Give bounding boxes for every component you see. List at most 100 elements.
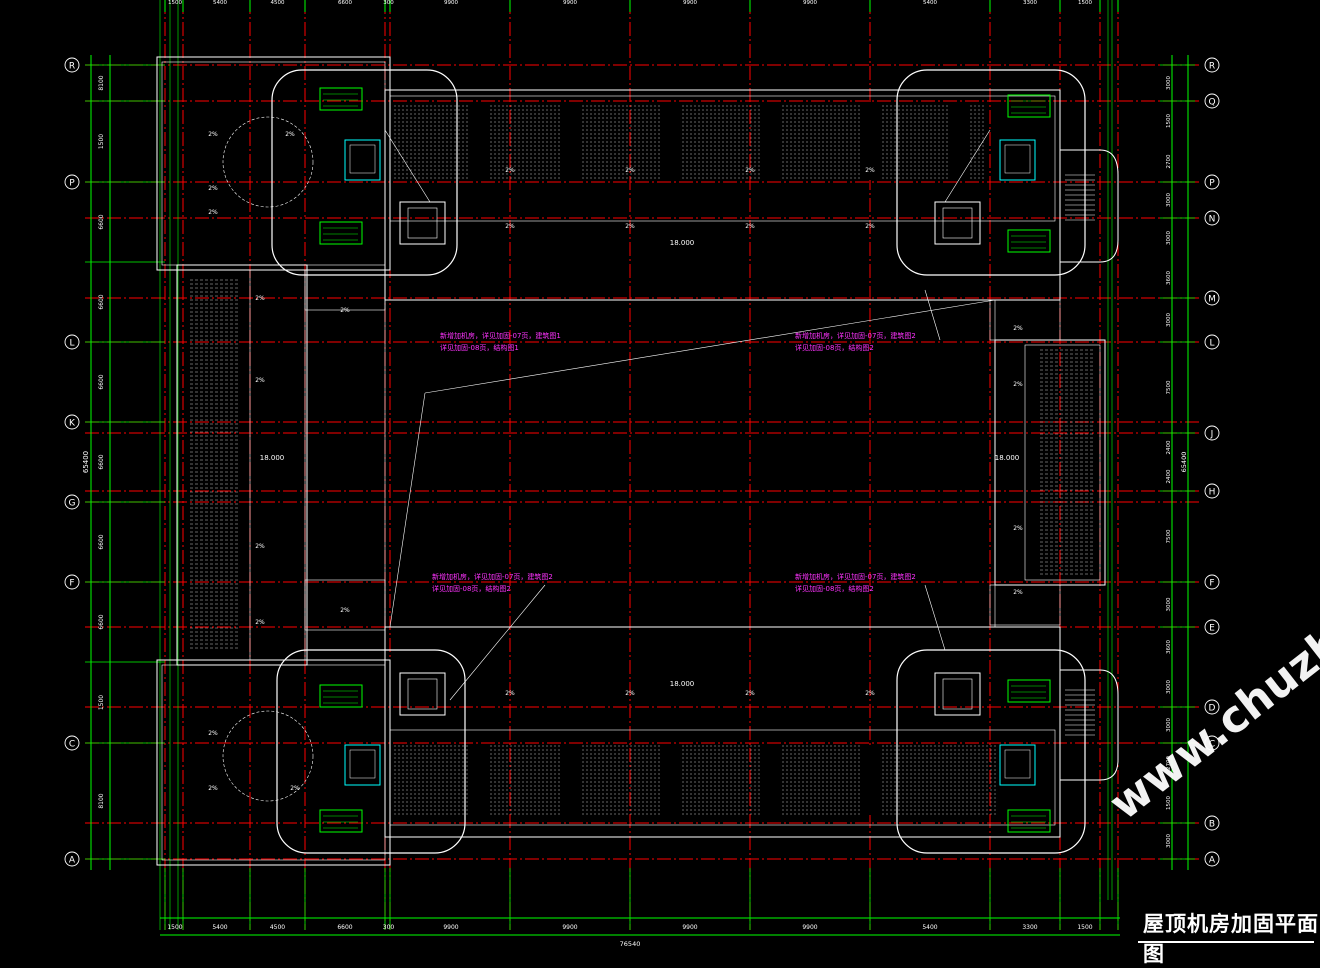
hatch-gap (470, 105, 490, 180)
dim-text-top: 1500 (1078, 0, 1092, 6)
axis-bubble (64, 735, 80, 751)
stair-hatching (190, 105, 1095, 815)
slope-mark: 2% (865, 223, 875, 230)
note-top-right: 新增加机房，详见加固-07页，建筑图2 (795, 331, 916, 340)
axis-label-text: P (1209, 179, 1215, 189)
axis-bubble (1204, 619, 1220, 635)
axis-bubble (1204, 425, 1220, 441)
dim-text-right: 7500 (1166, 529, 1172, 543)
swing-circle-sw (222, 710, 314, 802)
slope-mark: 2% (745, 167, 755, 174)
equipment-callout (319, 221, 363, 245)
dim-text-right: 1500 (1166, 114, 1172, 128)
dim-text-bottom: 5400 (922, 924, 937, 931)
room-outline-ne (896, 69, 1086, 276)
slope-mark: 2% (505, 690, 515, 697)
axis-label-text: L (69, 339, 74, 349)
note-bottom-left: 新增加机房，详见加固-07页，建筑图2 (432, 572, 553, 581)
slope-mark: 2% (255, 377, 265, 384)
slope-mark: 2% (208, 209, 218, 216)
dim-text-top: 9900 (563, 0, 577, 6)
dim-text-right: 2400 (1166, 440, 1172, 454)
dim-text-bottom: 1500 (1077, 924, 1092, 931)
title-underline (1138, 905, 1314, 943)
dim-text-left: 6600 (98, 214, 105, 229)
dim-text-right: 3000 (1166, 313, 1172, 327)
equipment-callout (1007, 809, 1051, 833)
equipment-callout (319, 684, 363, 708)
slope-mark: 2% (208, 185, 218, 192)
axis-label-text: E (1209, 624, 1215, 634)
equipment-callout (1007, 94, 1051, 118)
slope-mark: 2% (865, 167, 875, 174)
axis-bubble (64, 57, 80, 73)
dim-text-top: 6600 (338, 0, 352, 6)
dim-text-right: 3000 (1166, 834, 1172, 848)
dim-text-right: 3000 (1166, 597, 1172, 611)
hatch-gap (860, 745, 880, 815)
equipment-callout (1007, 229, 1051, 253)
wall-right-link-bottom (989, 584, 1061, 626)
dim-text-right: 3000 (1166, 718, 1172, 732)
axis-label-text: G (69, 499, 76, 509)
hatch-gap (950, 105, 970, 180)
axis-label-text: R (1209, 62, 1215, 72)
hatch-gap (560, 105, 580, 180)
dim-text-bottom: 3300 (1022, 924, 1037, 931)
leader-line (924, 289, 941, 341)
dim-text-top: 5400 (923, 0, 937, 6)
elevation-left: 18.000 (260, 454, 285, 462)
axis-label-text: P (69, 179, 75, 189)
dim-total-right: 65400 (1180, 452, 1188, 473)
axis-bubble (1204, 735, 1220, 751)
axis-label-text: K (69, 419, 76, 429)
axis-bubble (1204, 210, 1220, 226)
slope-mark: 2% (208, 785, 218, 792)
hatch-gap (660, 745, 680, 815)
room-core (934, 201, 981, 245)
note-bottom-right: 新增加机房，详见加固-07页，建筑图2 (795, 572, 916, 581)
dim-text-left: 6600 (98, 454, 105, 469)
slope-mark: 2% (625, 223, 635, 230)
hatch-gap (470, 745, 490, 815)
leader-line (424, 299, 996, 394)
dim-text-top: 1500 (168, 0, 182, 6)
room-outline-sw (276, 649, 466, 854)
slope-mark: 2% (340, 607, 350, 614)
hatch-gap (760, 105, 780, 180)
dim-text-right: 3600 (1166, 271, 1172, 285)
leader-line (384, 129, 431, 203)
axis-label-text: Q (1208, 98, 1215, 108)
axis-label-text: F (69, 579, 74, 589)
equipment-inner (1004, 749, 1031, 779)
room-core-inner (942, 207, 973, 239)
wall-right-link-top (989, 299, 1061, 341)
elevation-right: 18.000 (995, 454, 1020, 462)
dim-text-top: 4500 (271, 0, 285, 6)
stair-bay-bottom (1060, 669, 1119, 781)
hatch-gap (560, 745, 580, 815)
equipment-box (999, 744, 1036, 786)
dim-text-bottom: 5400 (212, 924, 227, 931)
machine-rooms (222, 69, 1086, 854)
dim-text-top: 9900 (444, 0, 458, 6)
slope-mark: 2% (625, 690, 635, 697)
wall-bottom-strip (389, 729, 1056, 826)
slope-mark: 2% (1013, 325, 1023, 332)
dim-text-bottom: 9900 (682, 924, 697, 931)
dim-text-right: 3000 (1166, 231, 1172, 245)
equipment-callout (319, 87, 363, 111)
room-core (399, 201, 446, 245)
room-core-inner (407, 207, 438, 239)
wall-left-strip (249, 269, 306, 661)
room-core (934, 672, 981, 716)
wall-left-wing (176, 264, 308, 666)
slope-mark: 2% (208, 131, 218, 138)
leader-line (944, 129, 991, 203)
axis-bubble (1204, 334, 1220, 350)
note-top-left: 新增加机房，详见加固-07页，建筑图1 (440, 331, 561, 340)
axis-label-text: R (69, 62, 75, 72)
dim-text-bottom: 300 (383, 924, 395, 931)
